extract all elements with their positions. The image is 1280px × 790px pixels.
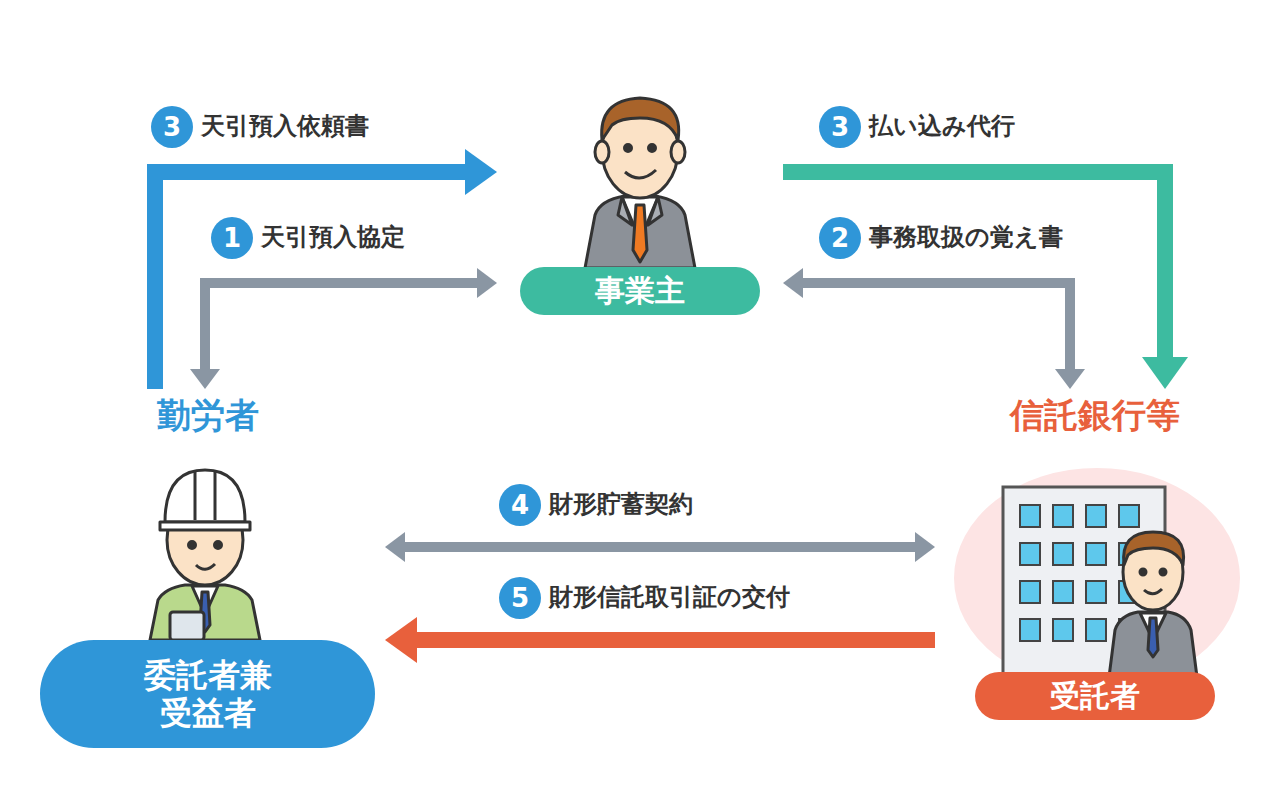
- role-text: 委託者兼 受益者: [134, 656, 281, 733]
- flow-arrow: [405, 542, 915, 552]
- edge-label: 事務取扱の覚え書: [866, 223, 1066, 251]
- actor-heading: 信託銀行等: [1010, 395, 1180, 436]
- worker-figure: [150, 470, 260, 640]
- building-window: [1086, 619, 1106, 641]
- role-pill: 受託者: [975, 672, 1215, 720]
- role-text: 事業主: [595, 273, 685, 309]
- actor-node: 事業主: [505, 88, 775, 315]
- edge-label: 財形信託取引証の交付: [546, 583, 793, 611]
- edge-label: 払い込み代行: [866, 112, 1018, 140]
- bank-figure: [954, 468, 1240, 688]
- building-window: [1086, 543, 1106, 565]
- building-window: [1086, 581, 1106, 603]
- actor-heading: 勤労者: [157, 395, 259, 436]
- building-window: [1020, 505, 1040, 527]
- role-pill: 事業主: [520, 267, 760, 315]
- callout-number: 2: [819, 217, 861, 259]
- building-window: [1053, 619, 1073, 641]
- building-window: [1020, 543, 1040, 565]
- building-window: [1086, 505, 1106, 527]
- callout-number: 5: [499, 577, 541, 619]
- building-window: [1020, 581, 1040, 603]
- flow-arrow: [783, 172, 1165, 357]
- flow-arrow: [803, 283, 1070, 369]
- flow-arrow: [205, 283, 477, 369]
- role-pill: 委託者兼 受益者: [40, 640, 375, 748]
- building-window: [1020, 619, 1040, 641]
- flow-arrow: [417, 632, 935, 648]
- actor-node: 信託銀行等受託者: [945, 395, 1245, 720]
- employer-figure: [585, 98, 695, 268]
- building-window: [1053, 543, 1073, 565]
- callout-number: 3: [151, 106, 193, 148]
- callout-number: 1: [211, 217, 253, 259]
- flow-arrow: [155, 172, 465, 389]
- actor-node: 勤労者委託者兼 受益者: [40, 395, 375, 748]
- building-window: [1053, 505, 1073, 527]
- edge-label: 財形貯蓄契約: [546, 490, 696, 518]
- edge-label: 天引預入協定: [258, 223, 408, 251]
- role-text: 受託者: [1050, 678, 1140, 714]
- callout-number: 4: [499, 484, 541, 526]
- callout-number: 3: [819, 106, 861, 148]
- building-window: [1053, 581, 1073, 603]
- building-window: [1119, 505, 1139, 527]
- edge-label: 天引預入依頼書: [198, 112, 372, 140]
